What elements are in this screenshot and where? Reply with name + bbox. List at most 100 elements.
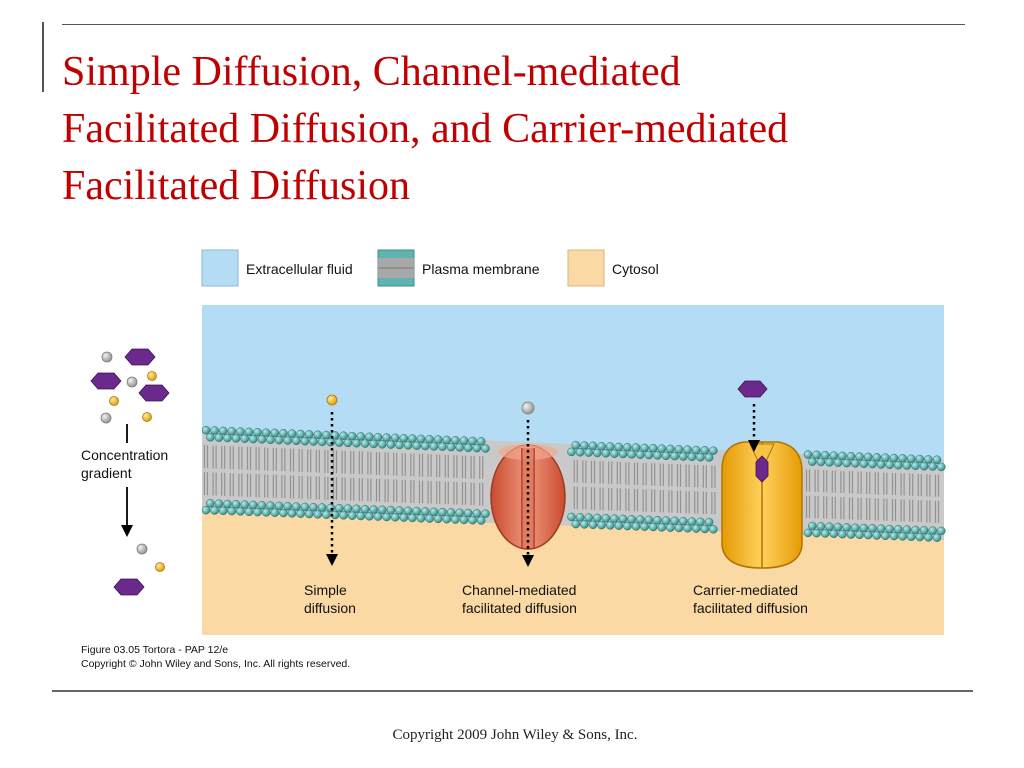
- lipid-head: [833, 522, 843, 532]
- lipid-head: [648, 443, 658, 453]
- lipid-head: [825, 522, 834, 531]
- lipid-head: [605, 442, 615, 451]
- lipid-head: [451, 515, 460, 524]
- lipid-head: [214, 433, 224, 442]
- lipid-head: [347, 511, 357, 520]
- lipid-head: [429, 442, 439, 451]
- lipid-head: [304, 430, 314, 439]
- carrier-diffusion-label-line-2: facilitated diffusion: [693, 600, 808, 616]
- lipid-head: [218, 506, 228, 516]
- lipid-head: [390, 513, 400, 522]
- lipid-head: [369, 505, 378, 514]
- lipid-head: [210, 426, 219, 435]
- lipid-head: [593, 448, 602, 458]
- lipid-head: [412, 441, 421, 450]
- lipid-head: [683, 524, 692, 533]
- slide-title-line-3: Facilitated Diffusion: [62, 163, 410, 209]
- lipid-head: [691, 524, 701, 533]
- lipid-head: [227, 426, 237, 436]
- lipid-head: [640, 522, 649, 531]
- legend-label-extracellular: Extracellular fluid: [246, 261, 353, 277]
- lipid-head: [915, 532, 925, 542]
- lipid-head: [360, 504, 370, 514]
- lipid-head: [661, 451, 671, 461]
- lipid-head: [661, 516, 671, 525]
- lipid-head: [812, 450, 821, 460]
- lipid-head: [571, 440, 581, 450]
- gray-solute-icon: [521, 401, 535, 415]
- lipid-head: [206, 433, 215, 442]
- lipid-head: [317, 503, 327, 512]
- yellow-solute-icon: [147, 371, 157, 381]
- lipid-head: [657, 444, 667, 453]
- lipid-head: [476, 516, 486, 525]
- lipid-head: [390, 433, 400, 443]
- yellow-solute-icon: [142, 412, 152, 422]
- lipid-head: [386, 440, 396, 449]
- lipid-head: [614, 442, 624, 452]
- lipid-head: [223, 433, 232, 443]
- purple-solute-icon: [138, 384, 170, 402]
- gray-solute-icon: [136, 543, 148, 555]
- lipid-head: [928, 526, 937, 535]
- lipid-head: [876, 460, 886, 469]
- lipid-head: [618, 449, 628, 459]
- lipid-head: [438, 507, 447, 517]
- lipid-head: [360, 439, 370, 448]
- lipid-head: [631, 522, 641, 531]
- lipid-head: [425, 514, 434, 523]
- lipid-head: [206, 499, 215, 508]
- lipid-head: [395, 506, 404, 515]
- lipid-head: [597, 520, 606, 530]
- lipid-head: [429, 507, 439, 517]
- lipid-head: [339, 511, 348, 520]
- lipid-head: [846, 530, 856, 539]
- lipid-head: [885, 460, 894, 470]
- lipid-head: [481, 509, 490, 518]
- lipid-head: [347, 431, 357, 441]
- lipid-head: [438, 442, 447, 451]
- lipid-head: [863, 530, 873, 540]
- lipid-head: [838, 451, 847, 461]
- lipid-head: [597, 441, 606, 451]
- lipid-head: [472, 509, 482, 518]
- lipid-head: [657, 523, 667, 532]
- purple-solute-icon: [124, 348, 156, 366]
- lipid-head: [627, 514, 636, 524]
- lipid-head: [640, 443, 649, 453]
- lipid-head: [687, 517, 697, 526]
- lipid-head: [894, 525, 903, 534]
- lipid-head: [636, 515, 645, 524]
- lipid-head: [399, 433, 409, 443]
- lipid-head: [472, 443, 482, 453]
- lipid-head: [335, 503, 344, 513]
- lipid-head: [274, 435, 284, 445]
- lipid-head: [292, 502, 301, 511]
- lipid-head: [894, 460, 903, 470]
- lipid-head: [670, 451, 679, 461]
- lipid-head: [227, 506, 237, 516]
- lipid-head: [300, 436, 310, 446]
- lipid-head: [451, 435, 460, 445]
- lipid-head: [859, 459, 869, 469]
- lipid-head: [679, 516, 688, 526]
- yellow-solute-icon: [326, 394, 338, 406]
- lipid-head: [666, 523, 675, 532]
- yellow-solute-icon: [109, 396, 119, 406]
- lipid-head: [666, 444, 675, 454]
- purple-solute-icon: [737, 380, 768, 398]
- lipid-head: [580, 441, 589, 450]
- lipid-head: [820, 529, 830, 538]
- lipid-head: [257, 435, 267, 444]
- lipid-head: [924, 533, 933, 542]
- lipid-head: [399, 513, 409, 522]
- lipid-head: [567, 447, 576, 457]
- lipid-head: [214, 499, 224, 508]
- lipid-head: [218, 426, 228, 436]
- lipid-head: [416, 434, 426, 444]
- lipid-head: [459, 515, 469, 525]
- lipid-head: [601, 449, 611, 458]
- lipid-head: [464, 508, 473, 518]
- lipid-head: [906, 532, 916, 542]
